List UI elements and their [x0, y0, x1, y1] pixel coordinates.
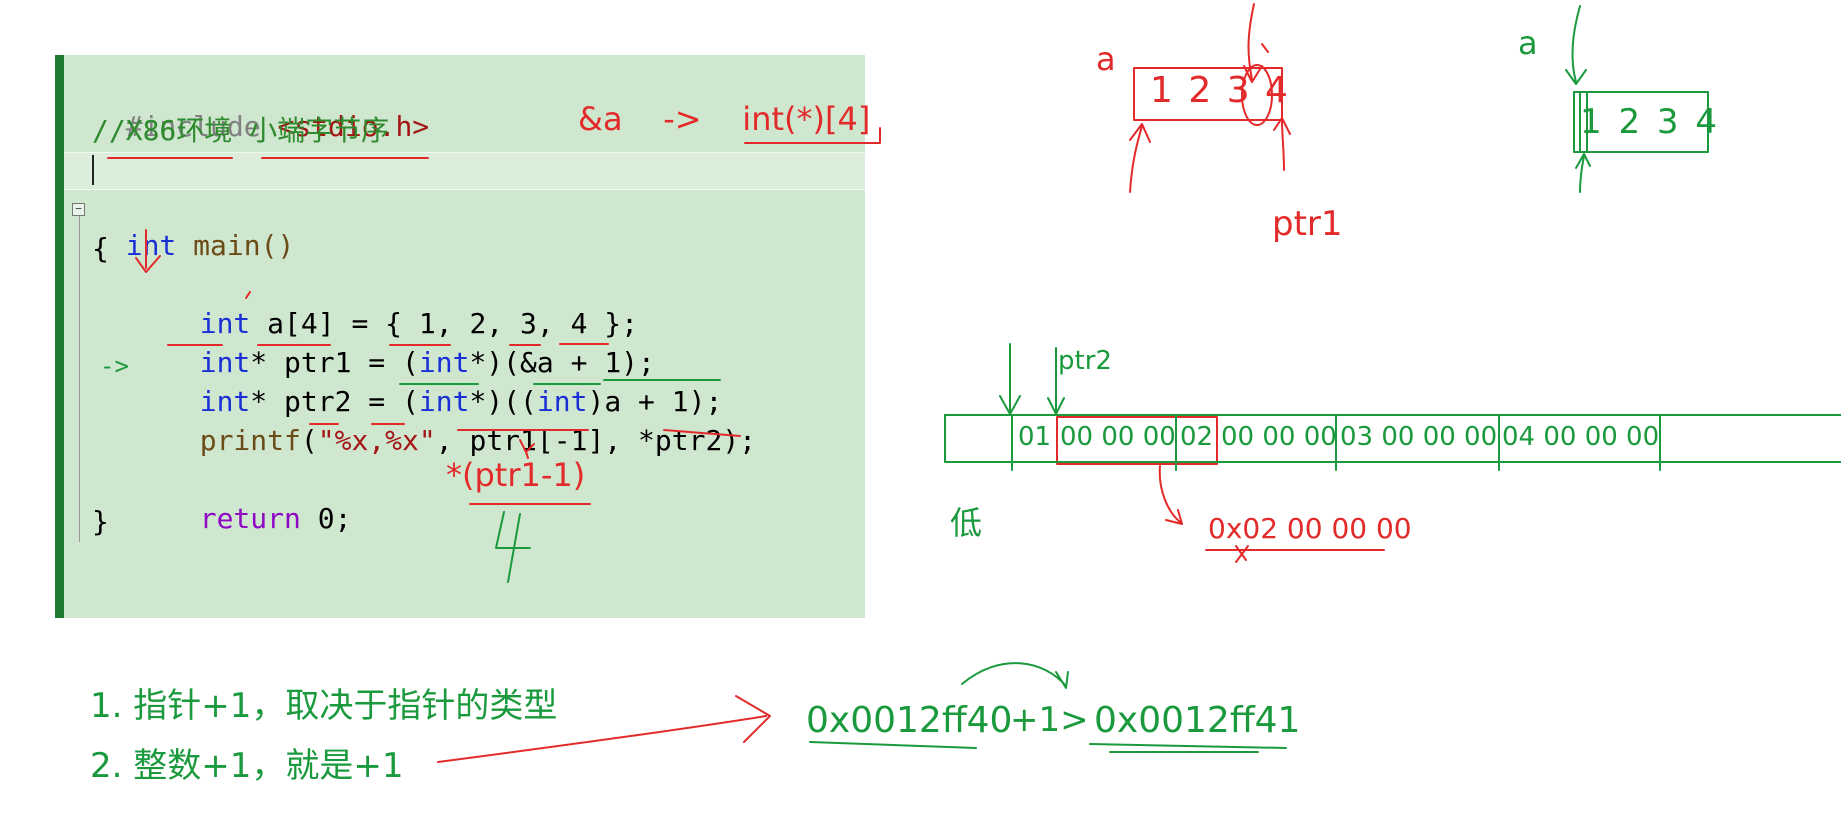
underline-ptr2-deref	[663, 429, 741, 437]
increment-arc	[961, 662, 1069, 689]
big-arrow	[437, 695, 771, 763]
circle-last-elem	[1241, 64, 1273, 126]
code-line-open-brace: {	[92, 232, 109, 265]
editor-left-bar	[55, 55, 64, 618]
array-box-red	[1133, 67, 1283, 121]
ptr1-minus-note: *(ptr1-1)	[446, 456, 586, 494]
ptr2-decl-mid: * ptr2 = (	[250, 385, 419, 418]
memory-cell: 04 00 00 00	[1502, 422, 1660, 452]
address-op: +1>	[1010, 700, 1089, 740]
ptr1-decl-rest: *)(&a + 1);	[469, 346, 655, 379]
arrow-green-bottom	[1575, 153, 1591, 193]
main-signature: main()	[176, 229, 295, 262]
arrow-ptr2	[1047, 347, 1065, 415]
arrow-start-up	[1129, 123, 1151, 193]
code-line-ptr2-decl: int* ptr2 = (int*)((int)a + 1);	[166, 348, 723, 420]
fold-guide-line	[79, 216, 80, 542]
ptr2-decl-mid2: *)((	[469, 385, 537, 418]
code-line-printf: printf("%x,%x", ptr1[-1], *ptr2);	[166, 387, 756, 459]
arrow-end-up	[1273, 117, 1291, 171]
memory-cell: 01	[1018, 422, 1052, 452]
memory-cell: 00 00 00	[1060, 422, 1176, 452]
arrow-a-start	[999, 343, 1021, 415]
underline-addr-before	[809, 741, 977, 749]
ptr1-decl-mid: * ptr1 = (	[250, 346, 419, 379]
memory-cell: 00 00 00	[1221, 422, 1337, 452]
code-line-close-brace: }	[92, 505, 109, 538]
code-line-ptr1-decl: int* ptr1 = (int*)(&a + 1);	[166, 309, 655, 381]
include-header: <stdio.h>	[277, 110, 430, 143]
array-box-green	[1573, 91, 1709, 153]
ptr2-value-note: 0x02 00 00 00	[1208, 512, 1412, 545]
ptr2-int-cast-kw: int	[536, 385, 588, 418]
ptr2-label: ptr2	[1058, 346, 1112, 376]
rule-integer-plus-one: 2. 整数+1，就是+1	[90, 746, 404, 786]
printf-args: , ptr1[-1], *ptr2);	[435, 424, 757, 457]
code-line-array-decl: int a[4] = { 1, 2, 3, 4 };	[166, 270, 638, 342]
array-decl-rest: a[4] = { 1, 2, 3, 4 };	[250, 307, 639, 340]
code-line-return: return 0;	[166, 465, 352, 537]
low-address-label: 低	[950, 504, 983, 542]
ptr2-type-kw: int	[199, 385, 251, 418]
rule-pointer-plus-one: 1. 指针+1，取决于指针的类型	[90, 686, 558, 726]
include-directive: #include	[125, 110, 261, 143]
return-kw: return	[199, 502, 301, 535]
printf-fn: printf	[199, 424, 301, 457]
main-return-type: int	[125, 229, 177, 262]
arrow-top-down	[1243, 3, 1263, 83]
code-line-main: int main()	[92, 192, 295, 264]
code-line-include: #include <stdio.h>	[92, 73, 429, 145]
array-a-label-red: a	[1096, 40, 1116, 78]
green-four	[495, 511, 531, 583]
array-values-green: 1 2 3 4	[1580, 102, 1720, 142]
ptr2-cast-kw: int	[418, 385, 470, 418]
return-value: 0;	[300, 502, 352, 535]
ptr1-cast-kw: int	[418, 346, 470, 379]
code-editor-panel	[55, 55, 865, 618]
ptr1-label: ptr1	[1272, 204, 1343, 244]
hook-right	[1261, 43, 1269, 53]
ptr2-int-highlight-box	[1056, 416, 1218, 465]
four-scribble	[519, 439, 535, 459]
arrow-green-top	[1565, 5, 1587, 85]
fold-toggle-icon[interactable]: −	[72, 203, 85, 216]
memory-cell: 02	[1180, 422, 1214, 452]
exec-arrow-marker: ->	[100, 352, 129, 380]
ptr2-decl-rest: )a + 1);	[587, 385, 723, 418]
arrow-into-main	[135, 229, 161, 273]
underline-type	[744, 127, 881, 144]
arrow-to-ptr2-value	[1158, 465, 1183, 525]
address-after: 0x0012ff41	[1094, 700, 1301, 741]
printf-format-string: "%x,%x"	[317, 424, 436, 457]
array-a-label-green: a	[1518, 24, 1538, 62]
ptr1-type-kw: int	[199, 346, 251, 379]
first-elem-divider	[1579, 91, 1588, 153]
text-caret	[92, 155, 94, 185]
code-line-comment: //X86环境 小端字节序	[92, 114, 390, 147]
printf-open: (	[300, 424, 318, 457]
array-type-kw: int	[199, 307, 251, 340]
memory-cell: 03 00 00 00	[1340, 422, 1498, 452]
addr-a-type-note: &a -> int(*)[4]	[578, 100, 871, 138]
underline-addr-after	[1089, 743, 1287, 753]
x-mark	[1235, 545, 1249, 563]
tick-a	[245, 291, 251, 299]
address-before: 0x0012ff40	[806, 700, 1013, 741]
